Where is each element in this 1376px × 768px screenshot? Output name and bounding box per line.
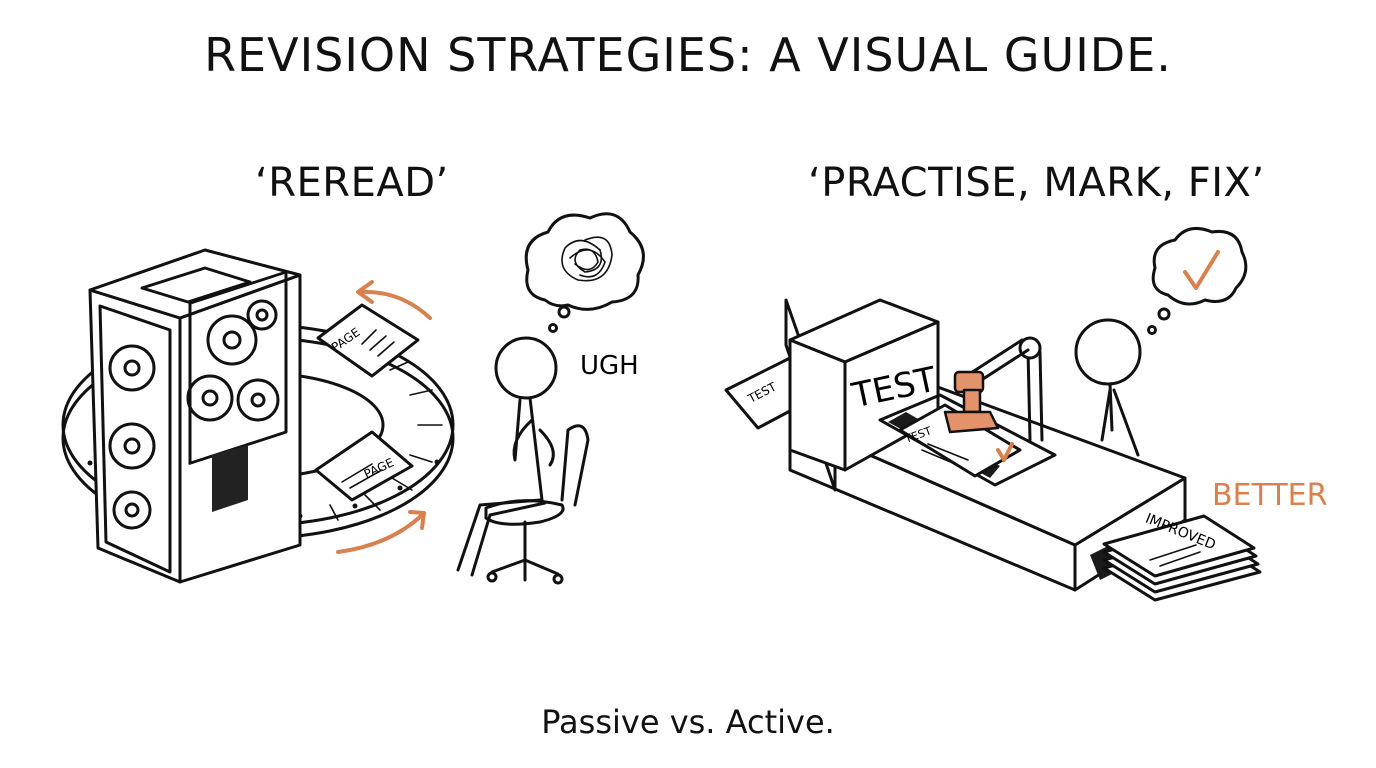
cycle-arrow	[336, 510, 426, 554]
improved-paper-stack: IMPROVED	[1102, 511, 1262, 602]
cycle-arrow	[356, 280, 432, 320]
better-label: BETTER	[1212, 478, 1327, 513]
confused-thought-bubble	[524, 212, 645, 333]
marked-test-paper: TEST	[898, 403, 1022, 478]
scribble-tangle-icon	[561, 236, 613, 282]
checkmark-icon	[1183, 250, 1220, 290]
page-sheet: PAGE	[316, 303, 420, 378]
ugh-exclamation: UGH	[580, 351, 639, 381]
gear-icon	[108, 344, 156, 530]
page-title: REVISION STRATEGIES: A VISUAL GUIDE.	[204, 28, 1172, 82]
success-thought-bubble	[1147, 226, 1248, 335]
caption: Passive vs. Active.	[541, 703, 835, 741]
practise-heading: ‘PRACTISE, MARK, FIX’	[808, 160, 1265, 206]
stamp-robot-arm	[943, 336, 1044, 442]
reading-student	[456, 336, 590, 585]
practising-student	[1074, 318, 1142, 457]
reread-loop-machine: PAGE PAGE	[61, 248, 455, 584]
practise-machine: TEST TEST TEST	[724, 298, 1262, 602]
reread-heading: ‘REREAD’	[255, 160, 449, 206]
page-sheet: PAGE	[314, 430, 414, 502]
